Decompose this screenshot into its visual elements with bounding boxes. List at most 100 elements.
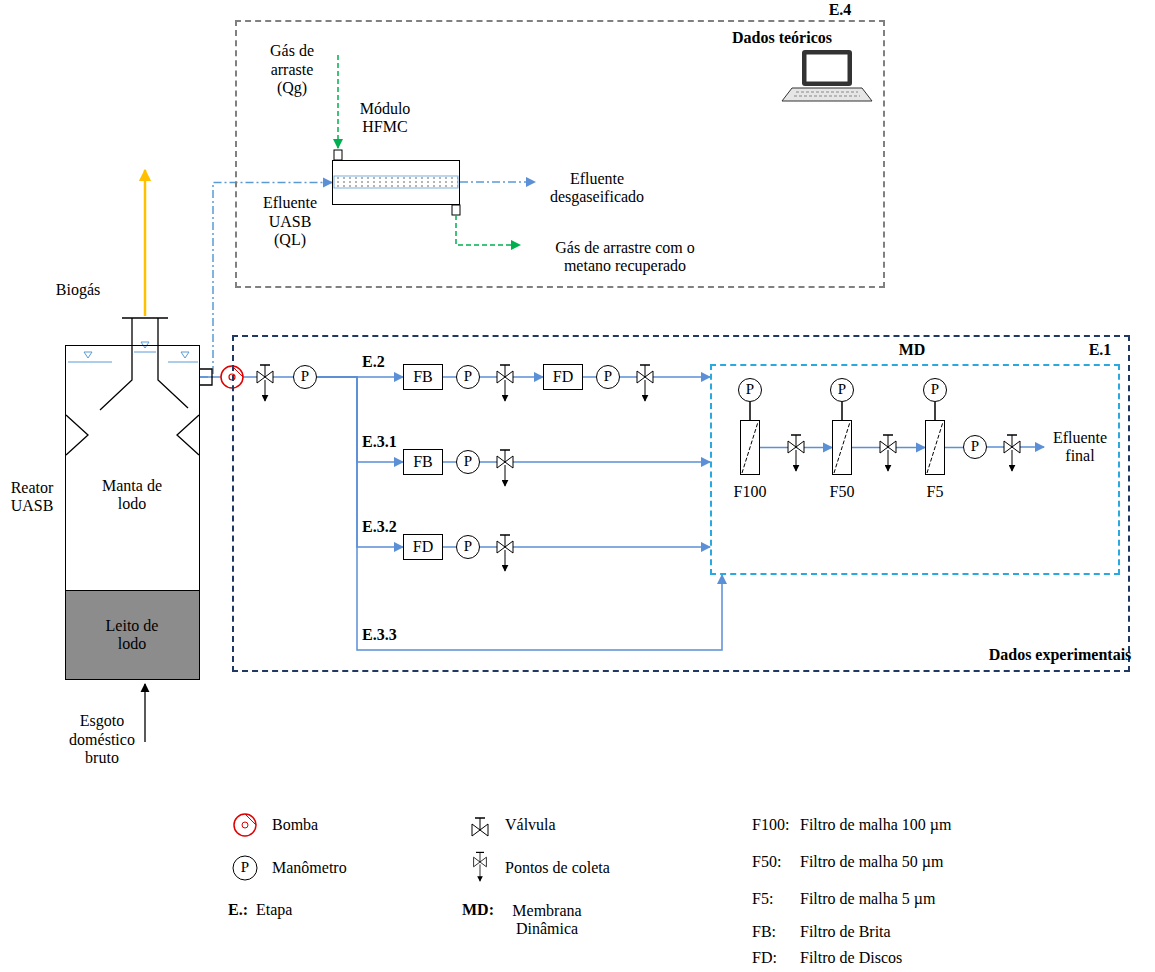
sampling-valve (880, 435, 896, 471)
flow-line (443, 546, 456, 548)
fiber-bundle (334, 176, 458, 188)
node-text: Dados experimentais (989, 646, 1132, 664)
laptop-display (806, 54, 848, 82)
pressure-gauge: P (963, 435, 987, 459)
mesh-filter: F5 (925, 420, 945, 475)
key-abbrev: F100: (752, 816, 789, 834)
laptop-keys (794, 92, 860, 96)
legend-entry: Pontos de coleta (505, 859, 610, 877)
gas-outlet-port (452, 205, 460, 215)
pressure-gauge: P (738, 378, 762, 402)
key-text: Filtro de Discos (800, 949, 902, 967)
key-abbrev: FB: (752, 923, 776, 941)
node-text: P (971, 438, 979, 455)
sampling-valve (497, 450, 513, 486)
hfmc-details (334, 55, 535, 245)
legend-entry: Manômetro (272, 859, 347, 877)
pressure-gauge: P (830, 378, 854, 402)
mesh-filter: F50 (832, 420, 852, 475)
flow-line (749, 402, 751, 420)
deflectors (66, 415, 199, 455)
node-text: P (464, 368, 472, 385)
laptop-icon (782, 50, 872, 101)
filter-mesh (834, 422, 850, 473)
flow-line (200, 376, 293, 378)
biogas-arrow (144, 170, 147, 316)
gas-inlet-port (334, 150, 342, 160)
legend-gauge (233, 856, 257, 880)
flow-line (317, 377, 722, 650)
node-text: Leito de lodo (92, 617, 172, 654)
stage-label: E.3.1 (362, 433, 397, 451)
flow-line (583, 376, 596, 378)
stream-label: Efluente desgaseificado (542, 170, 652, 207)
node-text: P (464, 453, 472, 470)
sampling-valve (788, 435, 804, 471)
flow-line (443, 461, 456, 463)
key-text: Etapa (256, 901, 292, 919)
flow-line (317, 377, 403, 462)
key-text: Filtro de malha 50 µm (800, 853, 943, 871)
flow-line (480, 461, 710, 463)
flow-line (480, 546, 710, 548)
key-abbrev: F5: (752, 890, 773, 908)
stream-label: Efluente UASB (QL) (257, 194, 323, 249)
filter-mesh-line (833, 421, 851, 474)
node-text: F50 (830, 483, 855, 501)
stream-label: Efluente final (1049, 429, 1111, 466)
stream-label: Biogás (56, 281, 100, 299)
stream-label: Gás de arrastre com o metano recuperado (535, 239, 715, 276)
stage-label: E.2 (362, 353, 385, 371)
sampling-valve (497, 535, 513, 571)
node-text: P (301, 368, 309, 385)
key-text: Filtro de malha 100 µm (800, 816, 951, 834)
filter-box: FD (543, 364, 583, 390)
degassed-outflow (460, 181, 535, 183)
outlet-pipe (200, 369, 212, 385)
stage-label: E.3.2 (362, 518, 397, 536)
legend-pump-outlet (245, 814, 256, 825)
dynamic-membrane-region: MDE.1PF100PF50PF5P (710, 364, 1120, 575)
flow-line (934, 402, 936, 420)
pressure-gauge: P (596, 365, 620, 389)
filter-mesh (742, 422, 758, 473)
sampling-valves (257, 365, 1020, 571)
stage-label: E.3.3 (362, 626, 397, 644)
key-text: Filtro de Brita (800, 923, 891, 941)
gas-flange (122, 317, 168, 318)
mesh-filter: F100 (740, 420, 760, 475)
node-text: E.4 (829, 1, 852, 19)
key-abbrev: F50: (752, 853, 781, 871)
pressure-gauge: P (456, 450, 480, 474)
key-text: Filtro de malha 5 µm (800, 890, 935, 908)
node-text: FB (413, 368, 433, 386)
legend-entry: Válvula (505, 816, 556, 834)
legend-text: Válvula (505, 816, 556, 833)
node-text: P (604, 368, 612, 385)
filter-mesh-line (741, 421, 759, 474)
node-text: MD (899, 341, 926, 359)
legend-valve (472, 818, 488, 836)
node-text: P (931, 381, 939, 398)
laptop-screen (802, 50, 852, 86)
legend-text: Manômetro (272, 859, 347, 876)
experimental-region: Dados experimentaisPFBPFDPFBPFDPMDE.1PF1… (232, 335, 1130, 672)
sludge-bed: Leito de lodo (65, 590, 200, 680)
hfmc-module: Módulo HFMC (332, 160, 460, 205)
filter-box: FB (403, 449, 443, 475)
node-text: Manta de lodo (97, 477, 167, 514)
filter-box: FB (403, 364, 443, 390)
node-text: P (838, 381, 846, 398)
legend-text: Bomba (272, 816, 318, 833)
node-text: P (746, 381, 754, 398)
flow-line (841, 402, 843, 420)
node-text: FB (413, 453, 433, 471)
pressure-gauge: P (923, 378, 947, 402)
node-text: FD (553, 368, 573, 386)
node-text: F100 (734, 483, 767, 501)
flow-line (317, 377, 403, 547)
reactor-details (66, 170, 212, 742)
legend-samples (233, 814, 488, 881)
key-abbrev: E.: (228, 901, 248, 919)
